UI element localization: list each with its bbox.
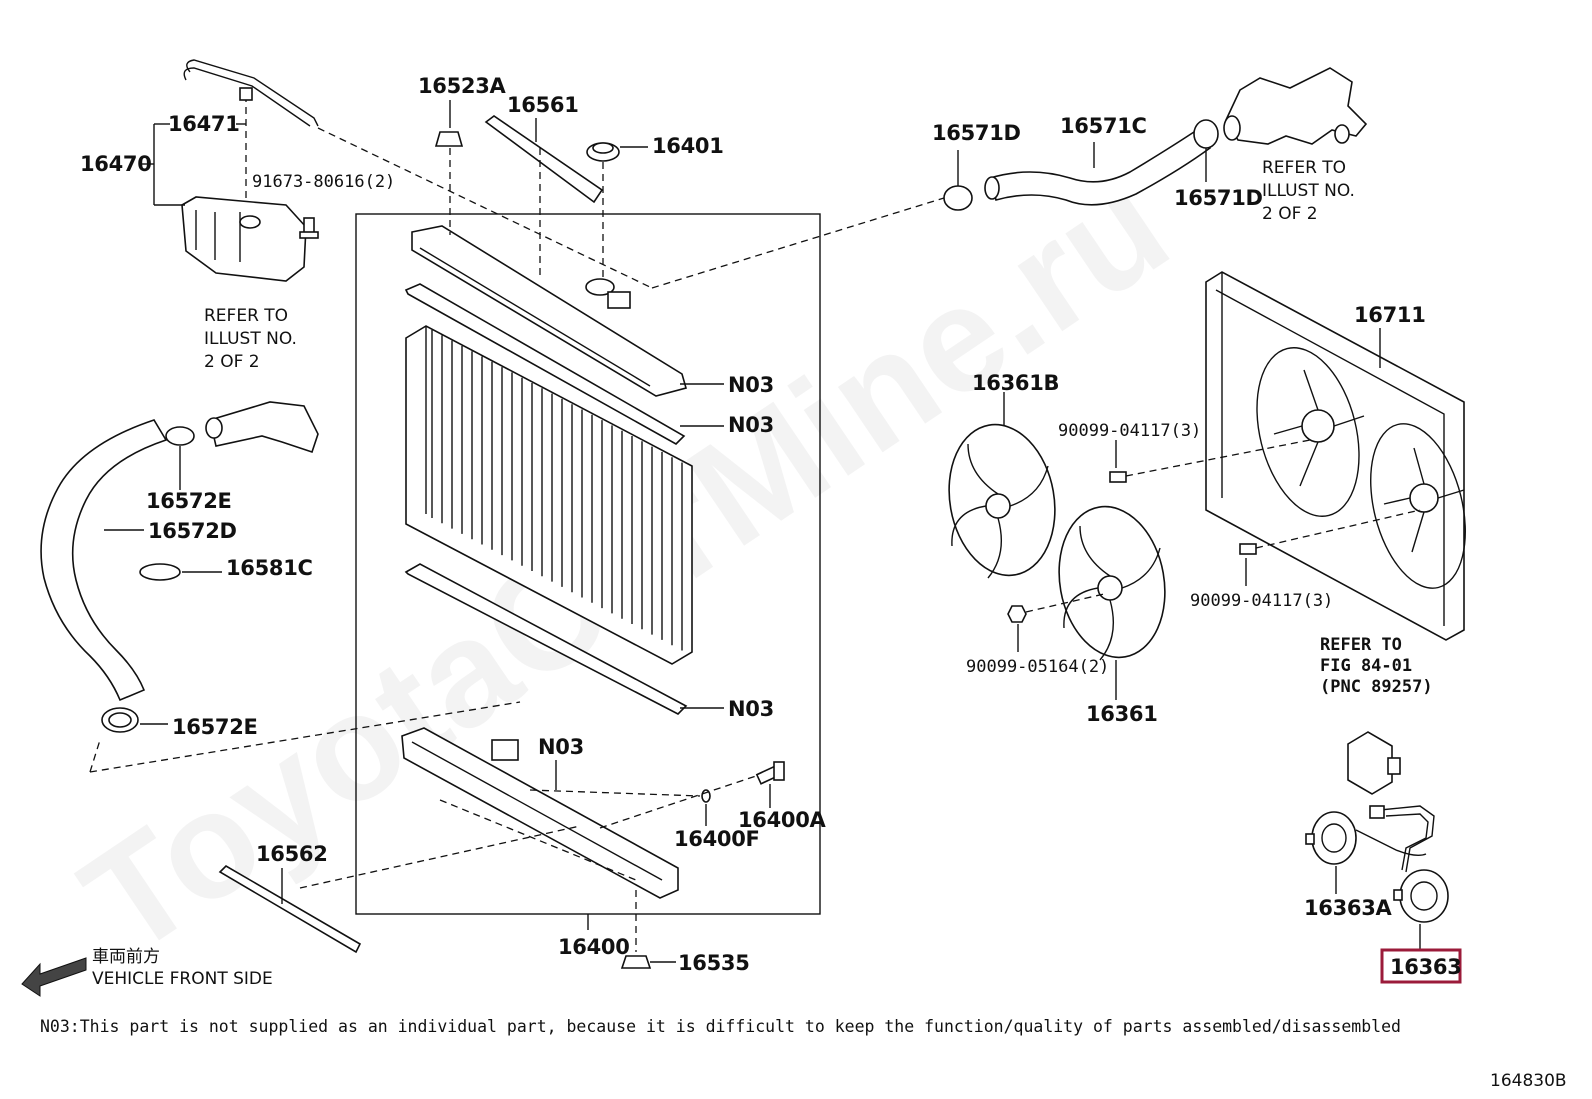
lower-seal-n03 bbox=[404, 563, 688, 715]
radiator-cap-16401[interactable] bbox=[586, 142, 620, 162]
refer-right-line-1: REFER TO bbox=[1320, 635, 1402, 655]
label-16361B: 16361B bbox=[972, 371, 1059, 395]
label-n03-2: N03 bbox=[728, 413, 774, 437]
diagram-code: 164830B bbox=[1490, 1071, 1567, 1091]
label-16571D-left: 16571D bbox=[932, 121, 1021, 145]
refer-top-right-line-2: ILLUST NO. bbox=[1262, 181, 1355, 201]
label-n03-4: N03 bbox=[538, 735, 584, 759]
label-16400A: 16400A bbox=[738, 808, 827, 832]
fan-motor-16363A[interactable] bbox=[1305, 811, 1427, 865]
label-90099-04117-upper: 90099-04117(3) bbox=[1058, 421, 1201, 441]
label-90099-04117-lower: 90099-04117(3) bbox=[1190, 591, 1333, 611]
label-16571C: 16571C bbox=[1060, 114, 1147, 138]
label-91673-80616: 91673-80616(2) bbox=[252, 172, 395, 192]
refer-right-line-2: FIG 84-01 bbox=[1320, 656, 1412, 676]
direction-english: VEHICLE FRONT SIDE bbox=[92, 969, 273, 989]
label-16363[interactable]: 16363 bbox=[1390, 955, 1462, 979]
label-90099-05164: 90099-05164(2) bbox=[966, 657, 1109, 677]
vehicle-front-arrow-icon bbox=[21, 957, 87, 997]
nut-90099-05164[interactable] bbox=[1007, 605, 1027, 623]
label-16571D-right: 16571D bbox=[1174, 186, 1263, 210]
bolt-90099-04117-lower[interactable] bbox=[1239, 543, 1257, 555]
radiator-core[interactable] bbox=[405, 325, 693, 665]
clamp-16572E-lower[interactable] bbox=[101, 707, 139, 733]
bolt-91673[interactable] bbox=[299, 217, 319, 239]
clamp-16572E-upper[interactable] bbox=[165, 426, 195, 446]
bolt-90099-04117-upper[interactable] bbox=[1109, 471, 1127, 483]
drain-cock-16400A[interactable] bbox=[755, 761, 785, 785]
label-16535: 16535 bbox=[678, 951, 750, 975]
seal-16561[interactable] bbox=[484, 115, 604, 204]
radiator-lower-tank[interactable] bbox=[401, 727, 679, 899]
water-inlet-housing[interactable] bbox=[1223, 67, 1368, 145]
label-16711: 16711 bbox=[1354, 303, 1426, 327]
reservoir-tank[interactable] bbox=[181, 59, 319, 282]
clamp-16571D-right[interactable] bbox=[1193, 119, 1219, 149]
label-16401: 16401 bbox=[652, 134, 724, 158]
refer-left-line-1: REFER TO bbox=[204, 306, 288, 326]
label-16471: 16471 bbox=[168, 112, 240, 136]
refer-left-line-3: 2 OF 2 bbox=[204, 352, 260, 372]
upper-seal-n03 bbox=[404, 283, 686, 445]
highlight-box-16363[interactable] bbox=[1380, 948, 1462, 984]
label-n03-1: N03 bbox=[728, 373, 774, 397]
label-16581C: 16581C bbox=[226, 556, 313, 580]
label-16572E-lower: 16572E bbox=[172, 715, 258, 739]
label-16562: 16562 bbox=[256, 842, 328, 866]
refer-right-line-3: (PNC 89257) bbox=[1320, 677, 1433, 697]
refer-top-right-line-1: REFER TO bbox=[1262, 158, 1346, 178]
label-16572E-upper: 16572E bbox=[146, 489, 232, 513]
fan-16361[interactable] bbox=[1048, 498, 1177, 666]
label-16361: 16361 bbox=[1086, 702, 1158, 726]
label-16561: 16561 bbox=[507, 93, 579, 117]
radiator-upper-tank[interactable] bbox=[411, 225, 687, 397]
label-16400: 16400 bbox=[558, 935, 630, 959]
fan-16361B[interactable] bbox=[938, 416, 1067, 584]
water-outlet-pipe[interactable] bbox=[205, 401, 319, 454]
fan-shroud-16711[interactable] bbox=[1205, 271, 1481, 641]
mount-16535[interactable] bbox=[620, 955, 652, 969]
wire-harness bbox=[1369, 805, 1435, 873]
lower-hose-16572D[interactable] bbox=[40, 419, 168, 702]
fan-motor-16363[interactable] bbox=[1393, 869, 1449, 923]
clamp-16571D-left[interactable] bbox=[943, 185, 973, 211]
footnote-n03: N03:This part is not supplied as an indi… bbox=[40, 1017, 1401, 1036]
label-n03-3: N03 bbox=[728, 697, 774, 721]
label-16363A: 16363A bbox=[1304, 896, 1393, 920]
fan-relay-module[interactable] bbox=[1347, 731, 1401, 795]
label-16523A: 16523A bbox=[418, 74, 507, 98]
seal-16562[interactable] bbox=[218, 864, 362, 954]
label-16400F: 16400F bbox=[674, 827, 760, 851]
label-16572D: 16572D bbox=[148, 519, 237, 543]
direction-japanese: 車両前方 bbox=[92, 947, 160, 967]
clamp-16581C[interactable] bbox=[139, 563, 181, 581]
label-16470: 16470 bbox=[80, 152, 152, 176]
cap-16523A[interactable] bbox=[434, 131, 464, 147]
refer-top-right-line-3: 2 OF 2 bbox=[1262, 204, 1318, 224]
refer-left-line-2: ILLUST NO. bbox=[204, 329, 297, 349]
